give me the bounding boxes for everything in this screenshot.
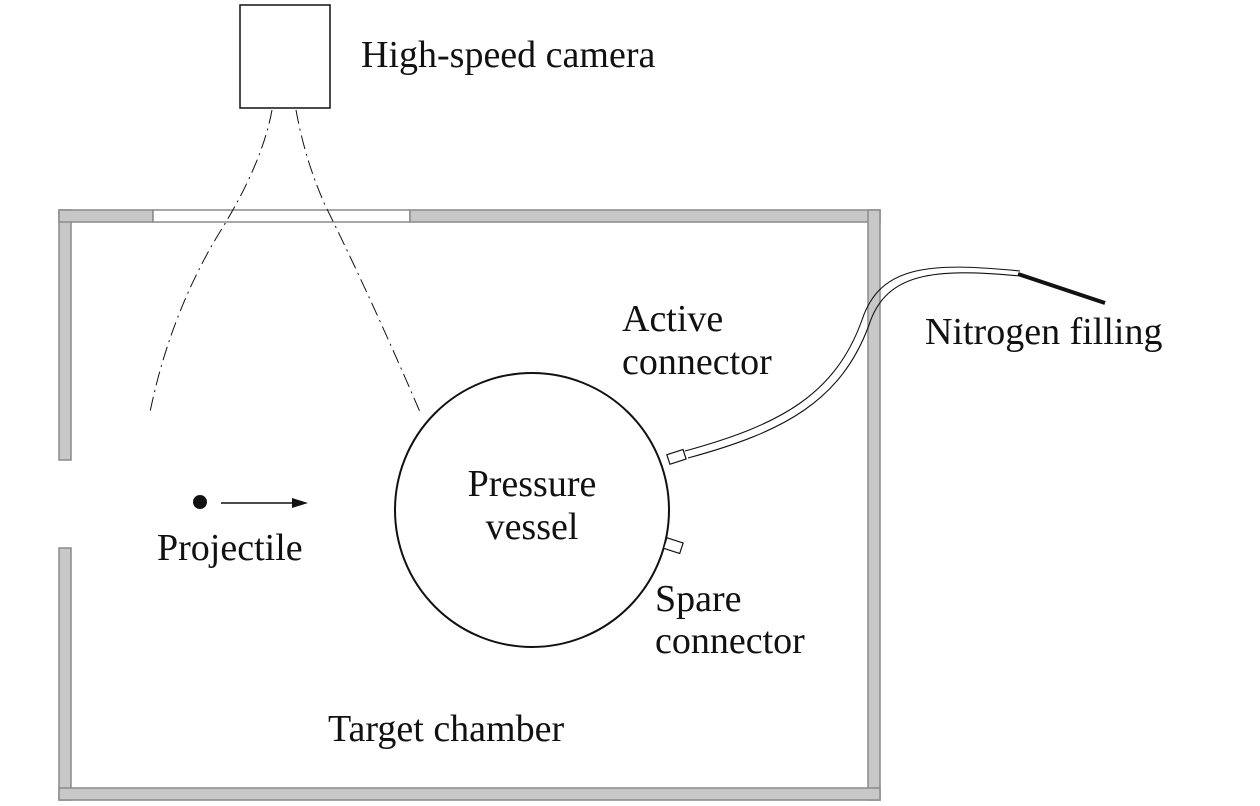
active-connector-label-line2: connector — [622, 341, 772, 383]
observation-window — [152, 209, 411, 223]
projectile-arrow-head — [292, 498, 308, 508]
left-wall-lower — [58, 547, 72, 801]
bottom-wall — [58, 787, 881, 801]
projectile-dot — [193, 495, 207, 509]
view-line-right — [295, 109, 421, 413]
spare-connector-label-line1: Spare — [655, 578, 742, 620]
hose-line-upper — [684, 266, 1021, 452]
camera-label: High-speed camera — [361, 34, 655, 76]
active-connector-label-line1: Active — [622, 298, 723, 340]
pressure-vessel — [394, 372, 670, 648]
view-line-left — [149, 109, 273, 413]
hose-line-lower — [687, 272, 1021, 459]
nitrogen-filling-label: Nitrogen filling — [925, 311, 1162, 353]
right-wall — [867, 209, 881, 801]
spare-connector — [662, 537, 684, 555]
spare-connector-label-line2: connector — [655, 620, 805, 662]
camera-view-lines — [149, 109, 421, 413]
camera-box — [239, 4, 331, 109]
target-chamber-label: Target chamber — [328, 708, 564, 750]
nitrogen-hose — [684, 266, 1021, 459]
top-wall-right — [409, 209, 881, 223]
pressure-vessel-label-line2: vessel — [486, 506, 579, 548]
active-connector — [666, 448, 687, 465]
projectile-label: Projectile — [157, 527, 303, 569]
nitrogen-supply-line — [1017, 272, 1106, 305]
target-chamber-walls — [58, 209, 881, 801]
top-wall-left — [58, 209, 154, 223]
left-wall-upper — [58, 209, 72, 461]
pressure-vessel-label-line1: Pressure — [468, 463, 597, 505]
